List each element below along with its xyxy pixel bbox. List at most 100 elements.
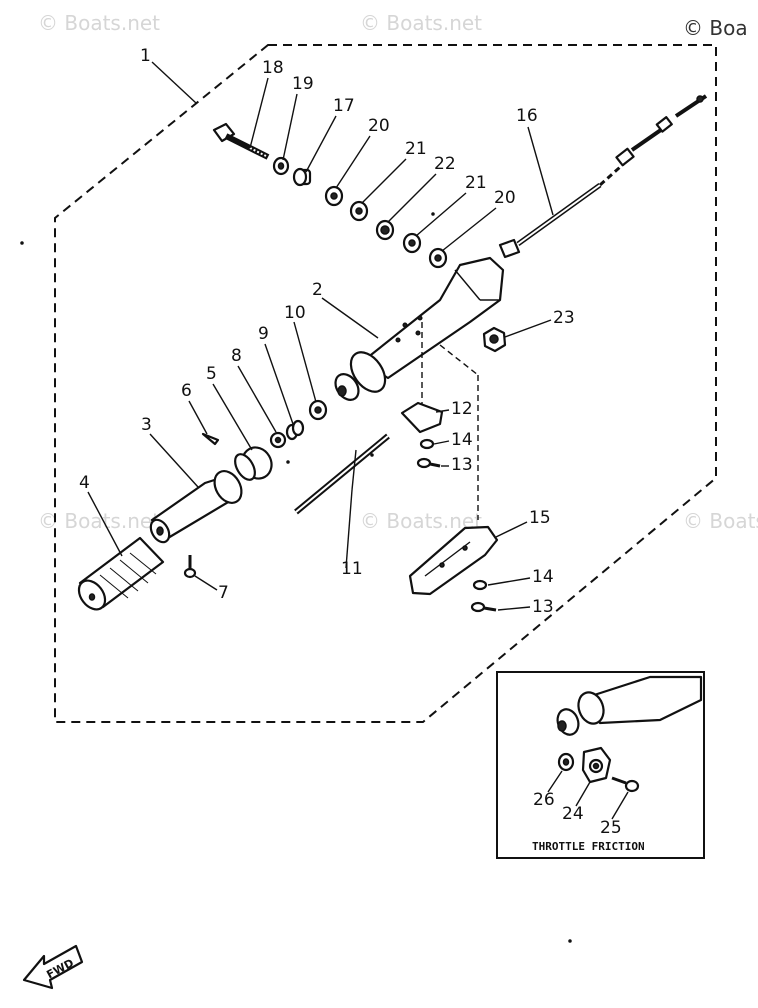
screw: [470, 601, 497, 613]
leader-line: [282, 93, 298, 161]
callout: 25: [600, 818, 622, 838]
leader-line: [151, 61, 197, 104]
callout: 13: [532, 597, 554, 617]
friction-clamp: [581, 746, 612, 784]
leader-line: [149, 433, 199, 488]
callout: 7: [218, 583, 229, 603]
callout: 18: [262, 58, 284, 78]
friction-nut: [557, 752, 575, 772]
callout: 23: [553, 308, 575, 328]
pin: [201, 432, 220, 446]
forward-arrow: FWD: [22, 944, 84, 990]
friction-screw: [611, 776, 640, 793]
callout: 5: [206, 364, 217, 384]
leader-line: [575, 781, 591, 807]
assembly-boundary: [54, 44, 717, 723]
washer-hole: [380, 225, 390, 235]
leader-line: [547, 770, 563, 793]
leader-line: [188, 400, 208, 435]
print-speck: [286, 460, 290, 464]
throttle-rod: [294, 433, 390, 569]
bolt: [212, 122, 270, 160]
watermark: © Boats.net: [360, 509, 482, 533]
callout: 6: [181, 381, 192, 401]
print-speck: [20, 241, 24, 245]
washer: [472, 579, 488, 591]
watermark: © Boats.net: [360, 11, 482, 35]
leader-line: [487, 577, 531, 586]
inset-caption: THROTTLE FRICTION: [532, 840, 645, 853]
leader-line: [415, 192, 467, 237]
steering-handle-arm: [334, 256, 505, 401]
leader-line: [305, 115, 337, 173]
callout: 20: [494, 188, 516, 208]
leader-line: [361, 158, 407, 204]
washer-hole: [355, 207, 363, 215]
callout: 8: [231, 346, 242, 366]
spring: [285, 419, 305, 441]
print-speck: [370, 453, 374, 457]
callout: 15: [529, 508, 551, 528]
washer-hole: [277, 162, 285, 170]
washer-hole: [330, 192, 338, 200]
leader-line: [249, 77, 269, 149]
washer-hole: [408, 239, 416, 247]
leader-line: [495, 521, 528, 538]
leader-line: [335, 135, 371, 189]
leader-line: [194, 575, 218, 591]
nut: [482, 326, 507, 353]
mounting-bracket: [408, 525, 499, 596]
callout: 3: [141, 415, 152, 435]
leader-line: [87, 491, 123, 557]
callout: 20: [368, 116, 390, 136]
watermark: © Boats.net: [683, 509, 758, 533]
washer-hole: [274, 436, 282, 444]
bushing: [234, 446, 273, 481]
leader-line: [435, 409, 450, 413]
callout: 17: [333, 96, 355, 116]
callout: 22: [434, 154, 456, 174]
leader-line: [527, 126, 554, 216]
callout: 2: [312, 280, 323, 300]
throttle-cable: [498, 94, 708, 259]
watermark: © Boats.net: [38, 11, 160, 35]
leader-line: [293, 321, 317, 403]
leader-line: [264, 343, 294, 425]
callout: 14: [532, 567, 554, 587]
friction-nut: [308, 399, 328, 421]
leader-line: [504, 319, 552, 338]
cable-clip: [400, 401, 444, 434]
washer: [419, 438, 435, 450]
callout: 21: [465, 173, 487, 193]
screw: [183, 555, 197, 579]
leader-line: [237, 365, 277, 433]
leader-line: [212, 383, 253, 451]
callout: 21: [405, 139, 427, 159]
callout: 14: [451, 430, 473, 450]
callout: 12: [451, 399, 473, 419]
callout: 4: [79, 473, 90, 493]
callout: 19: [292, 74, 314, 94]
screw: [416, 457, 441, 469]
callout: 24: [562, 804, 584, 824]
callout: 13: [451, 455, 473, 475]
print-speck: [568, 939, 572, 943]
callout: 16: [516, 106, 538, 126]
leader-line: [497, 606, 531, 611]
callout: 10: [284, 303, 306, 323]
callout: 1: [140, 46, 151, 66]
throttle-shaft: [149, 470, 243, 544]
leader-line: [441, 207, 497, 252]
collar: [292, 167, 312, 187]
watermark: © Boa: [683, 16, 748, 40]
washer-hole: [434, 254, 442, 262]
callout: 11: [341, 559, 363, 579]
leader-line: [321, 297, 379, 339]
reference-line: [439, 344, 479, 376]
print-speck: [431, 212, 435, 216]
inset-handle-arm: [556, 675, 703, 736]
leader-line: [611, 791, 629, 820]
leader-line: [433, 440, 450, 445]
leader-line: [387, 173, 437, 223]
